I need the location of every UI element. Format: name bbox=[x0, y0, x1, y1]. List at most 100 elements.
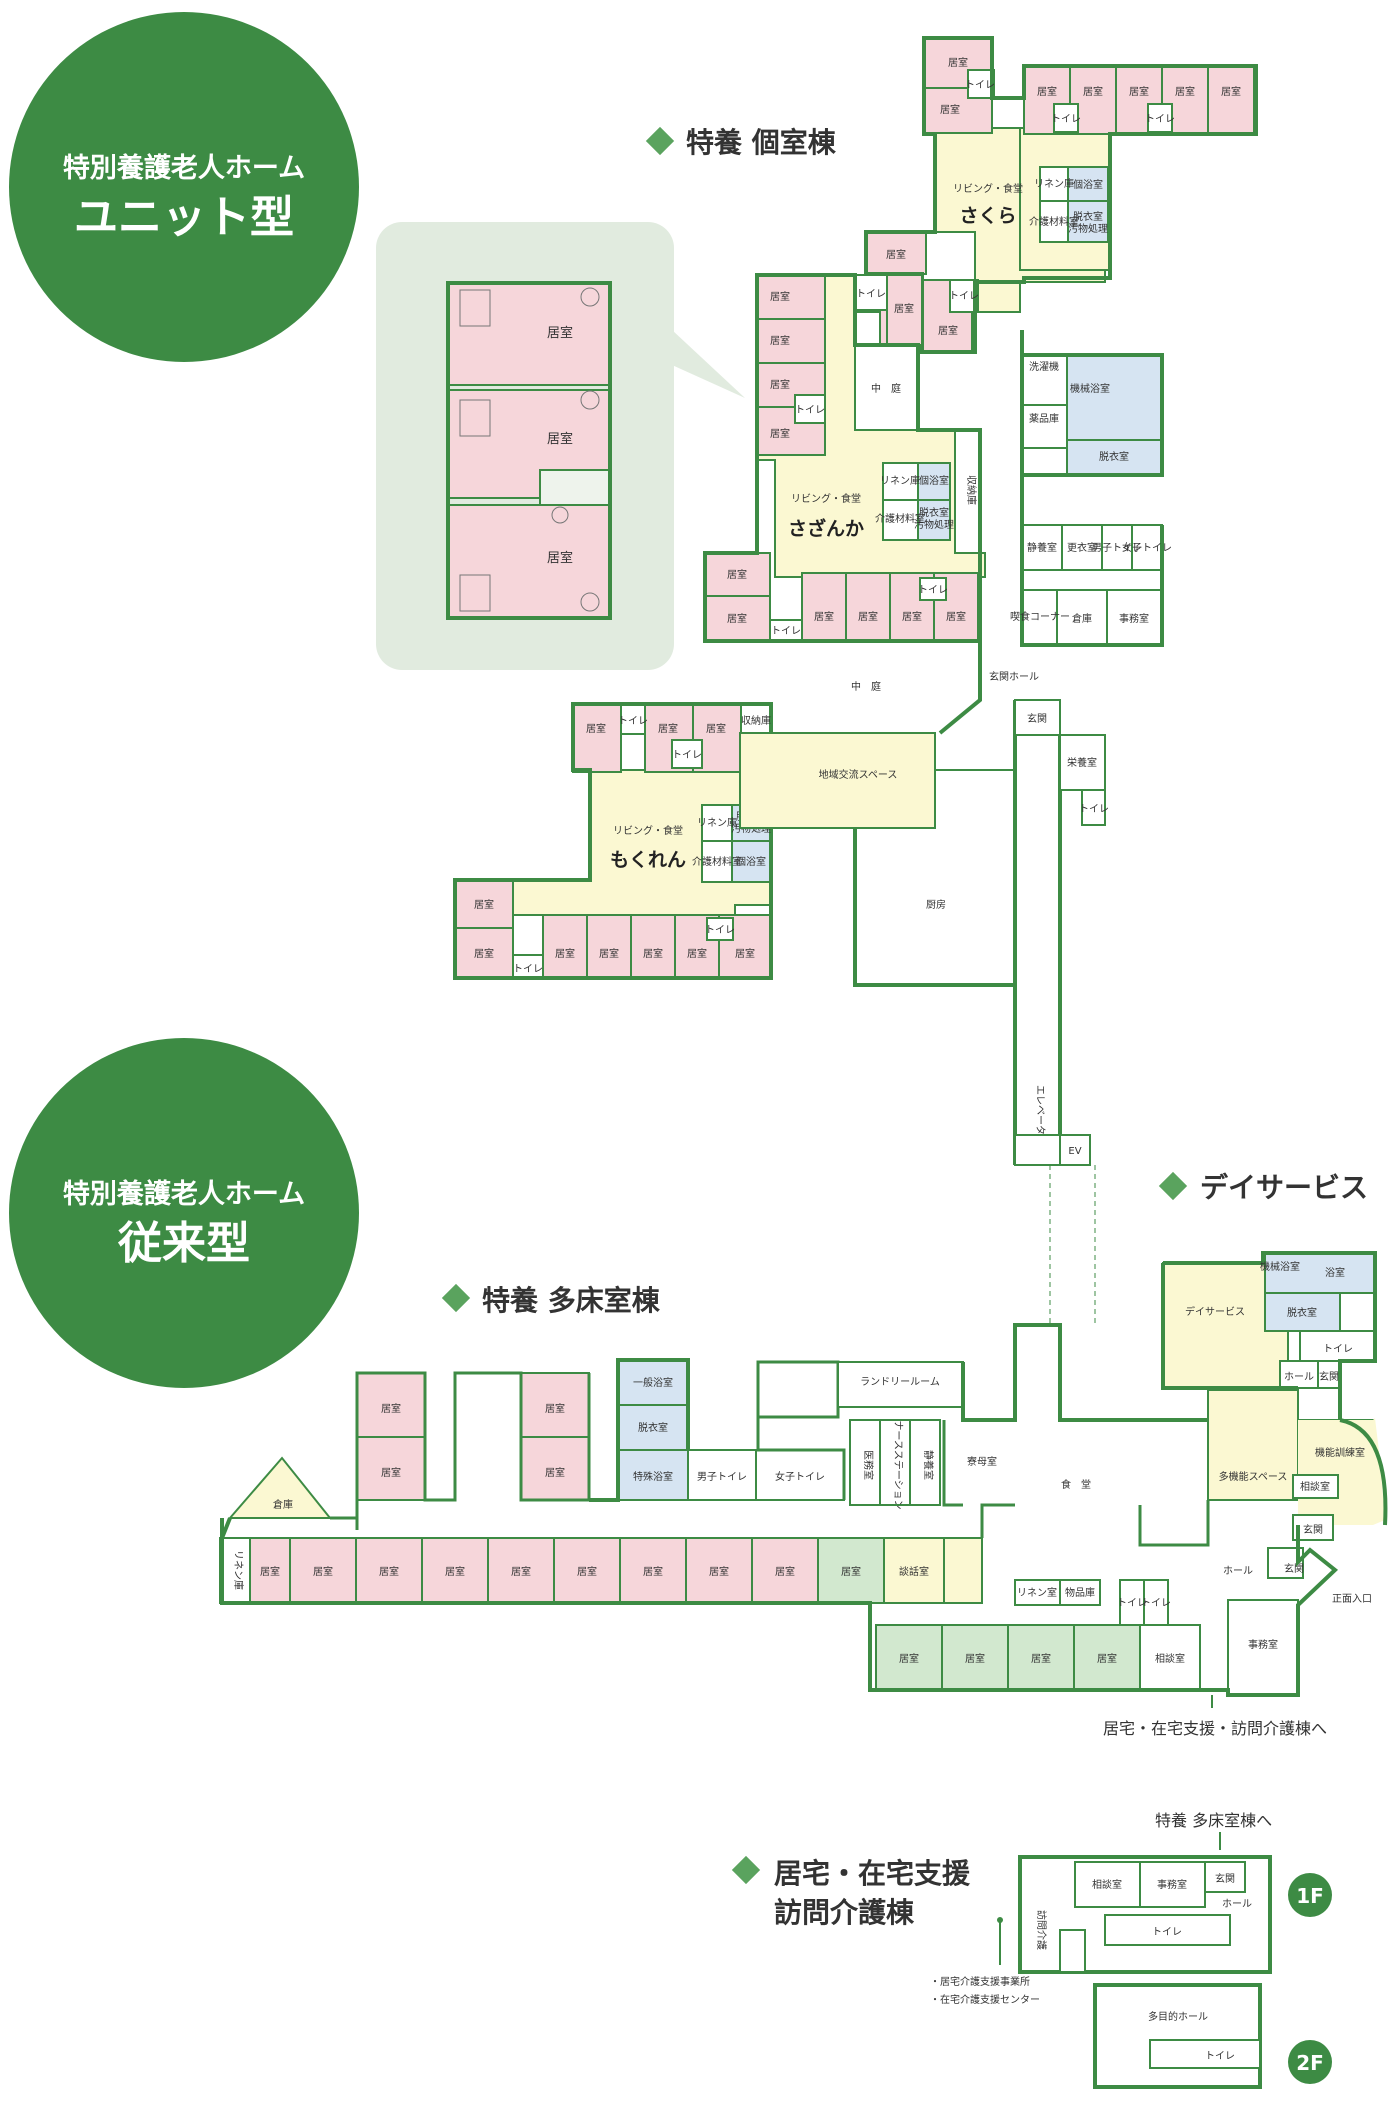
room-label: 居室 bbox=[886, 248, 906, 261]
room-label: トイレ bbox=[1323, 1344, 1353, 1355]
room-label: 特殊浴室 bbox=[633, 1470, 673, 1483]
annotation-to-multi-bed: 特養 多床室棟へ bbox=[1155, 1811, 1272, 1830]
room-label: 居室 bbox=[381, 1402, 401, 1415]
inset-room-detail: 居室 居室 居室 bbox=[376, 222, 745, 670]
room-label: 栄養室 bbox=[1067, 756, 1097, 769]
room-label: デイサービス bbox=[1185, 1305, 1245, 1318]
room-label: 居室 bbox=[902, 610, 922, 623]
room-label: 浴室 bbox=[1325, 1266, 1345, 1279]
room-label: 居室 bbox=[727, 612, 747, 625]
heading-private-wing-text: 特養 個室棟 bbox=[686, 126, 837, 159]
room-label: 多機能スペース bbox=[1219, 1470, 1288, 1483]
room-label: 居室 bbox=[940, 103, 960, 116]
room-label: 事務室 bbox=[1248, 1638, 1278, 1651]
room-label: 相談室 bbox=[1300, 1480, 1330, 1493]
room-label: 脱衣室 bbox=[1099, 450, 1129, 463]
room-label: 居室 bbox=[770, 290, 790, 303]
room-label: トイレ bbox=[1145, 114, 1175, 125]
room-label: トイレ bbox=[918, 585, 948, 596]
room-label: 倉庫 bbox=[273, 1498, 293, 1511]
room-label: 正面入口 bbox=[1332, 1594, 1372, 1605]
unit-sakura: 居室 居室 トイレ 居室 居室 居室 居室 居室 トイレ トイレ リビング・食堂… bbox=[851, 36, 1258, 354]
diamond-icon bbox=[731, 1855, 761, 1885]
room-label: 居室 bbox=[577, 1565, 597, 1578]
room-label: 相談室 bbox=[1155, 1652, 1185, 1665]
inset-room-label: 居室 bbox=[547, 325, 573, 341]
bed-icon bbox=[459, 574, 491, 612]
room-label: 多目的ホール bbox=[1148, 2010, 1208, 2023]
heading-day-service: デイサービス bbox=[1158, 1171, 1368, 1204]
unit-sazanka: 居室 居室 居室 居室 トイレ トイレ 居室 中 庭 収納庫 リネン庫 個浴室 … bbox=[703, 273, 986, 643]
room-label: 居室 bbox=[938, 324, 958, 337]
circle-badge-icon bbox=[1288, 2040, 1332, 2084]
room-label: 居室 bbox=[599, 947, 619, 960]
day-service: デイサービス 機械浴室 浴室 脱衣室 トイレ ホール 玄関 多機能スペース 機能… bbox=[1161, 1251, 1388, 1541]
badge-conventional-type: 特別養護老人ホーム 従来型 bbox=[9, 1038, 359, 1388]
room-label: リネン庫 bbox=[880, 474, 920, 487]
room-label: リネン室 bbox=[1017, 1586, 1057, 1599]
room-label: 居室 bbox=[775, 1565, 795, 1578]
room-label: 女子トイレ bbox=[775, 1470, 825, 1483]
room-label: 居室 bbox=[545, 1402, 565, 1415]
corridor-wall bbox=[938, 641, 982, 735]
room-label: トイレ bbox=[771, 626, 801, 637]
toilet-icon bbox=[551, 506, 569, 524]
room-label: 居室 bbox=[1037, 85, 1057, 98]
room-label: トイレ bbox=[795, 405, 825, 416]
room-label: 居室 bbox=[658, 722, 678, 735]
room-label: 玄関 bbox=[1027, 712, 1047, 725]
room-label: 居室 bbox=[1221, 85, 1241, 98]
badge-conventional-line1: 特別養護老人ホーム bbox=[63, 1178, 305, 1210]
room-label: 居室 bbox=[1129, 85, 1149, 98]
heading-private-wing: 特養 個室棟 bbox=[645, 126, 837, 159]
room-label: 機械浴室 bbox=[1260, 1260, 1300, 1273]
room-label: 居室 bbox=[445, 1565, 465, 1578]
room-label: 居室 bbox=[1083, 85, 1103, 98]
room-label: 玄関 bbox=[1303, 1523, 1323, 1536]
room-label: ホール bbox=[1222, 1898, 1252, 1910]
room-label: 居室 bbox=[545, 1466, 565, 1479]
room-label: 介護材料室 bbox=[1029, 215, 1079, 228]
room-label: 玄関 bbox=[1319, 1370, 1339, 1383]
room-label: トイレ bbox=[965, 80, 995, 91]
entrance-box bbox=[1014, 699, 1061, 736]
room-label: 汚物処理 bbox=[914, 518, 954, 531]
room-label: 薬品庫 bbox=[1029, 412, 1059, 425]
room-label: 男子トイレ bbox=[1092, 542, 1142, 554]
sink-icon bbox=[580, 287, 600, 307]
room-label: ナースステーション bbox=[892, 1420, 904, 1509]
office-note-2: ・在宅介護支援センター bbox=[930, 1993, 1040, 2006]
diamond-icon bbox=[441, 1283, 471, 1313]
room-label: 居室 bbox=[687, 947, 707, 960]
room-label: 居室 bbox=[709, 1565, 729, 1578]
room-label: 居室 bbox=[643, 1565, 663, 1578]
room-label: 玄関ホール bbox=[989, 670, 1039, 683]
heading-day-service-text: デイサービス bbox=[1200, 1171, 1368, 1204]
room-label: 居室 bbox=[965, 1652, 985, 1665]
living-label: リビング・食堂 bbox=[953, 182, 1023, 195]
multi-bed-wing: 居室 居室 居室 居室 倉庫 一般浴室 脱衣室 特殊浴室 男子トイレ 女子トイレ… bbox=[219, 1323, 1372, 1697]
room-label: 居室 bbox=[313, 1565, 333, 1578]
badge-unit-line1: 特別養護老人ホーム bbox=[63, 152, 305, 184]
room-label: ホール bbox=[1284, 1371, 1314, 1383]
room-label: リネン庫 bbox=[1034, 177, 1074, 190]
room-label: 機能訓練室 bbox=[1315, 1446, 1365, 1459]
room-label: トイレ bbox=[856, 289, 886, 300]
floor-label-1f: 1F bbox=[1296, 1884, 1324, 1908]
room-label: 脱衣室 bbox=[1073, 210, 1103, 223]
room-label: リネン庫 bbox=[697, 816, 737, 829]
home-support-1f: 相談室 事務室 玄関 ホール 訪問介護 トイレ bbox=[997, 1855, 1272, 1974]
heading-home-support-line1: 居宅・在宅支援 bbox=[774, 1857, 971, 1890]
room-label: 中 庭 bbox=[871, 382, 901, 395]
unit-name-sakura: さくら bbox=[959, 205, 1016, 227]
room-label: 一般浴室 bbox=[633, 1376, 673, 1389]
circle-badge-icon bbox=[1288, 1873, 1332, 1917]
living-label: リビング・食堂 bbox=[791, 492, 861, 505]
heading-multi-bed-wing-text: 特養 多床室棟 bbox=[482, 1284, 661, 1317]
room-label: 介護材料室 bbox=[692, 855, 742, 868]
room-label: 厨房 bbox=[926, 898, 946, 911]
floor-label-2f: 2F bbox=[1296, 2051, 1324, 2075]
room-label: 収納庫 bbox=[965, 475, 978, 505]
room-label: 居室 bbox=[1175, 85, 1195, 98]
